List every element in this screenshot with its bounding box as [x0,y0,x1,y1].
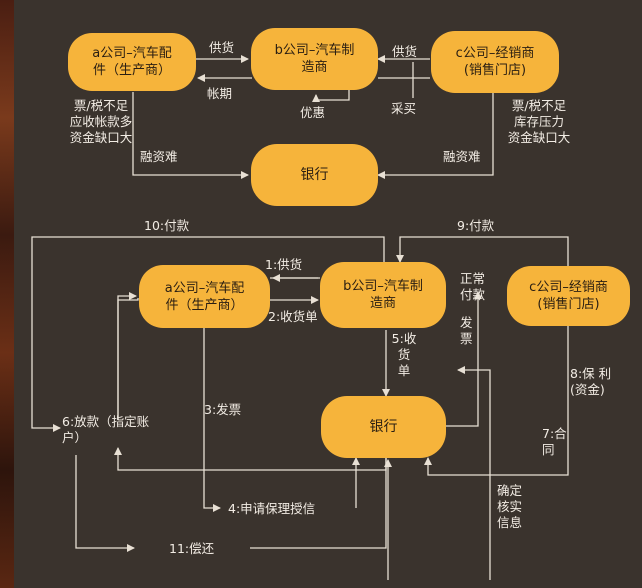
label-right-problem: 票/税不足 库存压力 资金缺口大 [507,98,571,145]
label-supply-2: 供货 [392,44,418,59]
label-step8-factoring: 8:保 利 (资金) [570,366,612,397]
top-node-a-supplier: a公司–汽车配 件（生产商） [68,33,196,91]
label-step2-receipt: 2:收货单 [268,309,318,324]
label-confirm-info: 确定 核实 信息 [497,483,523,530]
arrow-a-left-pay10 [31,236,385,432]
arrow-up-to-a [117,292,137,420]
label-step1-supply: 1:供货 [265,257,303,272]
top-node-a-label: a公司–汽车配 件（生产商） [92,46,172,78]
bottom-node-b-manufacturer: b公司–汽车制 造商 [320,262,446,328]
top-node-bank: 银行 [251,144,378,206]
arrow-repay-bank [250,458,387,549]
bottom-node-bank: 银行 [321,396,446,458]
label-account-period: 帐期 [207,86,233,101]
bottom-node-a-label: a公司–汽车配 件（生产商） [164,280,245,313]
bottom-node-a-supplier: a公司–汽车配 件（生产商） [139,265,270,328]
top-node-b-label: b公司–汽车制 造商 [274,43,355,75]
label-step6-loan: 6:放款（指定账 户） [62,414,150,445]
label-step7-contract: 7:合 同 [542,426,567,457]
label-step9-payment: 9:付款 [457,218,495,233]
top-node-b-manufacturer: b公司–汽车制 造商 [251,28,378,90]
label-step11-repay: 11:偿还 [169,541,215,556]
label-discount: 优惠 [300,105,326,120]
label-step5-receipt: 5:收 货 单 [391,331,417,378]
bottom-node-b-label: b公司–汽车制 造商 [343,279,423,311]
label-invoice: 发 票 [460,315,473,346]
label-purchase: 采买 [391,101,417,116]
bottom-node-c-dealer: c公司–经销商 (销售门店) [507,266,630,326]
arrow-a-to-bank-invoice [203,328,221,512]
label-financing-right: 融资难 [443,149,481,164]
arrow-c-to-bank-financing [377,92,494,179]
bottom-bank-label: 银行 [369,418,398,435]
arrow-bank-to-b-normal [446,291,482,427]
label-normal-payment: 正常 付款 [460,271,486,302]
label-supply-1: 供货 [209,40,235,55]
arrow-loan-down [75,455,135,552]
label-step4-factoring: 4:申请保理授信 [228,501,316,516]
label-step10-payment: 10:付款 [144,218,190,233]
bottom-node-c-label: c公司–经销商 (销售门店) [529,280,608,312]
top-node-c-dealer: c公司–经销商 (销售门店) [431,31,559,93]
top-bank-label: 银行 [300,166,329,183]
label-step3-invoice: 3:发票 [204,402,242,417]
label-left-problem: 票/税不足 应收帐款多 资金缺口大 [69,98,133,145]
arrow-confirm-up [457,366,491,580]
arrow-a-to-bank-financing [132,92,249,179]
arrow-c-to-bank-contract [424,325,569,476]
left-edge-texture [0,0,14,588]
arrow-c-to-b-pay9 [396,236,569,272]
top-node-c-label: c公司–经销商 (销售门店) [455,46,535,78]
label-financing-left: 融资难 [140,149,178,164]
arrow-bank-to-a-loan [117,298,139,420]
